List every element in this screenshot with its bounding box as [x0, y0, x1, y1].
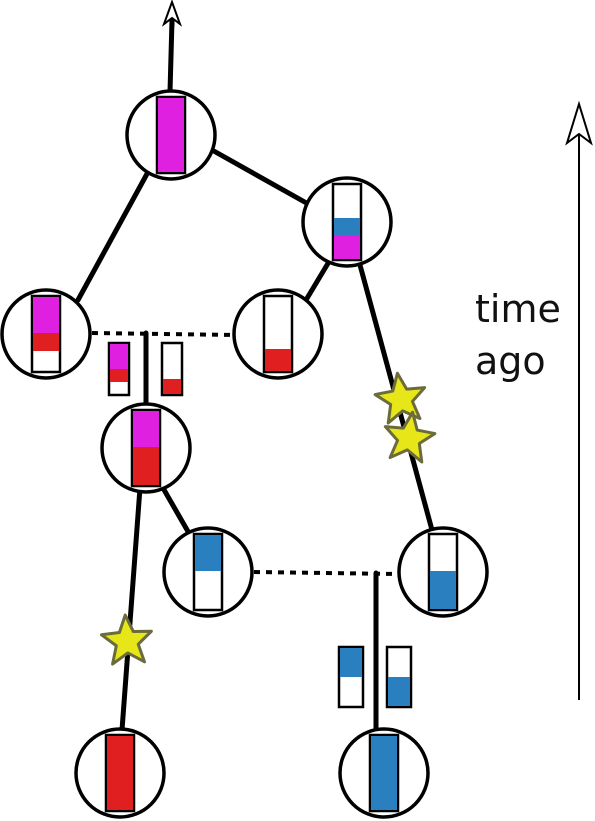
edge-root-left — [75, 169, 151, 303]
node-red-leaf — [74, 727, 166, 819]
edge-recombination-upper — [91, 331, 237, 337]
node-root — [125, 89, 217, 181]
edge-root-up — [167, 17, 175, 95]
mini-bar-fill-magenta — [110, 344, 128, 369]
root-arrow — [161, 0, 183, 28]
mini-bar-fill-red — [163, 379, 181, 394]
time-axis-label-line2: ago — [475, 339, 546, 383]
root-arrow-head — [161, 0, 183, 27]
time-axis-label-line1: time — [475, 287, 561, 331]
node-blue-upper — [162, 526, 254, 618]
mini-bar-right-a — [337, 645, 365, 709]
node-right-upper — [301, 176, 393, 268]
mutation-star-icon — [100, 613, 153, 666]
node-recombinant — [100, 402, 192, 494]
node-blue-right — [397, 526, 489, 618]
mutation-star-icon — [383, 410, 437, 464]
mini-bar-fill-blue — [388, 677, 410, 706]
node-bar-fill-magenta — [33, 297, 59, 333]
node-bar-fill-magenta — [334, 236, 360, 259]
node-bar-fill-blue — [430, 571, 456, 609]
time-axis: time ago — [475, 100, 593, 700]
edge-root-right — [209, 147, 313, 208]
node-bar-fill-red — [33, 333, 59, 351]
node-center-mid — [232, 288, 324, 380]
mini-bar-fill-blue — [340, 648, 362, 677]
node-bar-fill-red — [107, 736, 133, 810]
mini-bar-left-b — [160, 341, 184, 397]
edge-recomb-to-red — [119, 485, 143, 733]
edge-recomb-to-blue — [160, 485, 193, 538]
node-blue-leaf — [338, 727, 430, 819]
time-axis-arrowhead — [565, 100, 593, 146]
mini-bar-right-b — [385, 645, 413, 709]
node-bar-fill-red — [265, 349, 291, 371]
mutation-star-icon — [373, 371, 427, 425]
node-bar-fill — [158, 98, 184, 172]
mini-bar-left-a — [107, 341, 131, 397]
edge-right-center — [303, 257, 333, 303]
mini-bar-fill-red — [110, 369, 128, 382]
node-left-mid — [0, 288, 92, 380]
node-bar-fill-blue — [195, 535, 221, 571]
node-bar-fill-magenta — [133, 411, 159, 447]
node-bar-fill-blue — [334, 218, 360, 236]
node-bar-fill-red — [133, 447, 159, 485]
node-bar-fill-blue — [371, 736, 397, 810]
